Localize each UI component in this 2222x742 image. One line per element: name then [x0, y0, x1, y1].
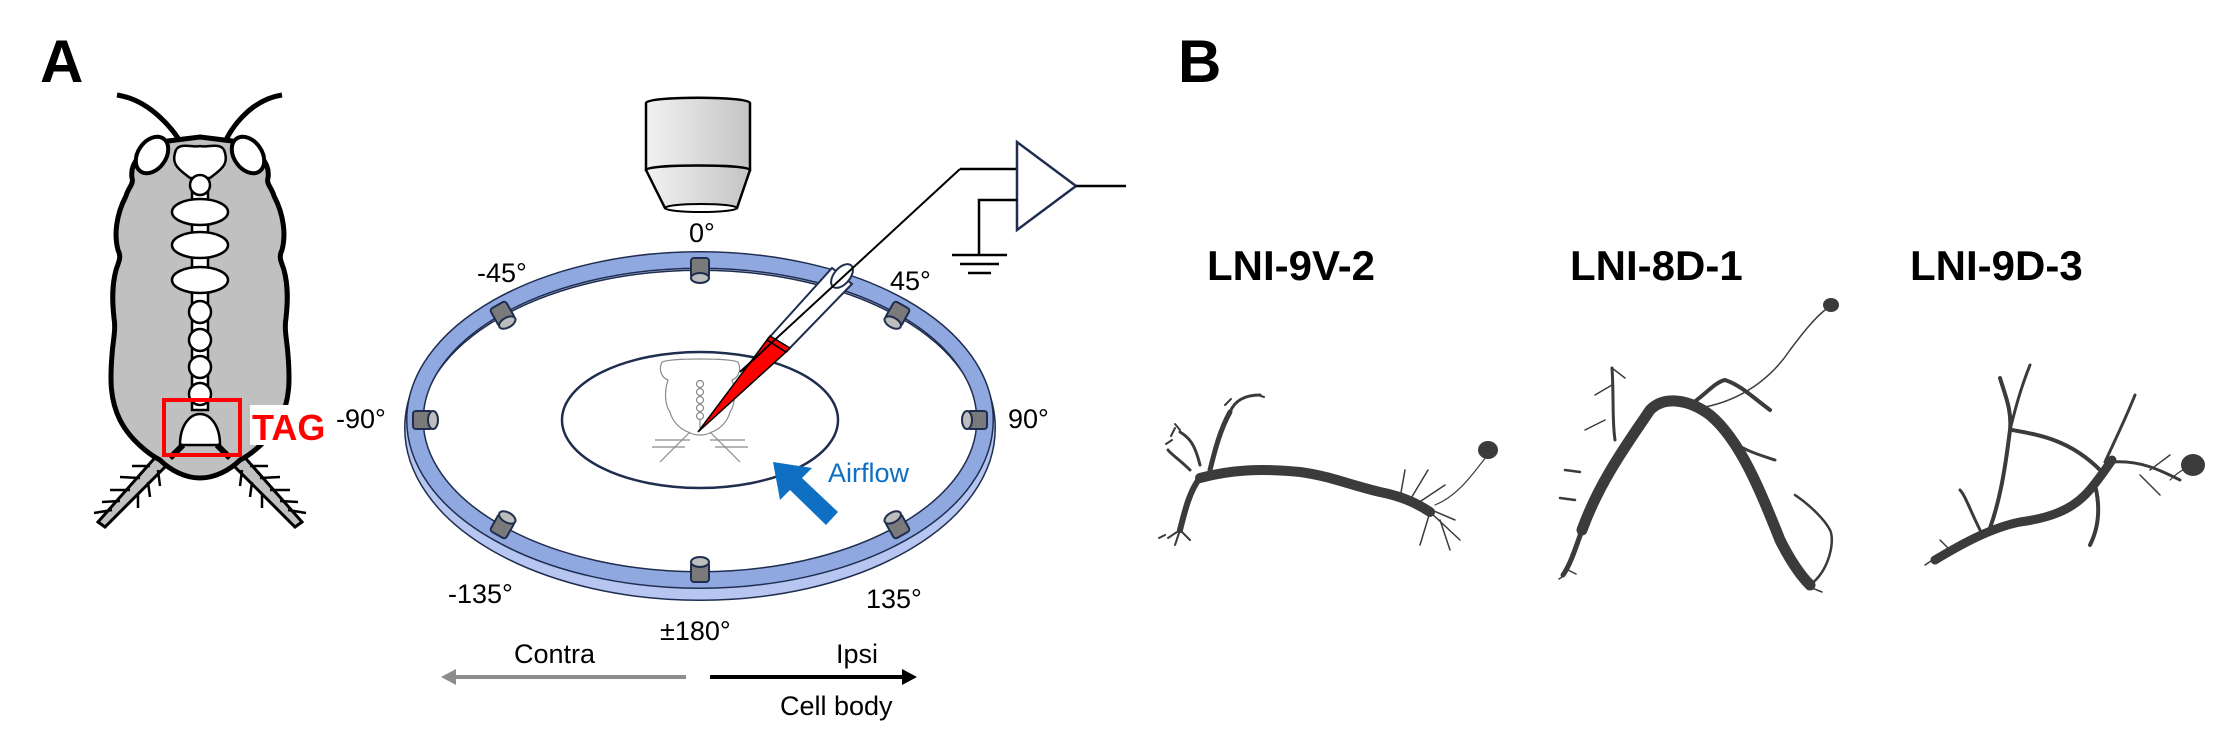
right-eye-icon — [229, 134, 267, 176]
amplifier-icon — [960, 139, 1126, 255]
stimulator-nozzle-90 — [961, 410, 988, 430]
stimulator-nozzle-0 — [690, 257, 710, 284]
right-cercus-icon — [227, 449, 307, 529]
left-cercus-icon — [93, 449, 173, 529]
angle-label-m90: -90° — [336, 404, 386, 434]
stimulator-nozzle-135 — [883, 510, 911, 540]
microscope-objective-icon — [644, 96, 752, 213]
angle-label-m45: -45° — [477, 258, 527, 288]
panel-b: B LNI-9V-2 LNI-8D-1 LNI-9D-3 — [1158, 28, 2205, 593]
ipsi-arrow-icon — [710, 669, 917, 685]
cricket-diagram: TAG — [93, 92, 330, 529]
angle-label-m135: -135° — [448, 579, 513, 609]
recording-electrode-icon — [697, 168, 961, 433]
angle-label-45: 45° — [890, 266, 931, 296]
angle-label-180: ±180° — [660, 616, 731, 646]
neuron-title-lni-9v-2: LNI-9V-2 — [1207, 242, 1375, 289]
ipsi-label: Ipsi — [836, 639, 878, 669]
soma-lni-9d-3 — [2181, 454, 2205, 476]
airflow-label: Airflow — [828, 458, 910, 488]
neuron-title-lni-9d-3: LNI-9D-3 — [1910, 242, 2083, 289]
neuron-morphology-lni-9d-3 — [1924, 363, 2205, 566]
angle-label-0: 0° — [689, 218, 715, 248]
contra-label: Contra — [514, 639, 596, 669]
stimulator-nozzle-45 — [883, 300, 911, 330]
stimulator-nozzle-m135 — [489, 510, 517, 540]
stimulator-nozzles — [412, 257, 988, 583]
stimulator-nozzle-m90 — [412, 410, 439, 430]
tag-label: TAG — [252, 407, 325, 448]
stimulator-nozzle-m45 — [489, 300, 517, 330]
cell-body-label: Cell body — [780, 691, 893, 721]
tag-highlight-box — [162, 398, 242, 457]
left-eye-icon — [133, 134, 171, 176]
neuron-morphology-lni-9v-2 — [1158, 393, 1498, 551]
panel-letter-b: B — [1178, 28, 1221, 95]
neuron-morphology-lni-8d-1 — [1558, 298, 1839, 593]
neuron-title-lni-8d-1: LNI-8D-1 — [1570, 242, 1743, 289]
panel-a: A — [40, 28, 1126, 721]
soma-lni-9v-2 — [1478, 441, 1498, 459]
soma-lni-8d-1 — [1823, 298, 1839, 312]
tag-label-bg — [250, 405, 330, 445]
stimulator-nozzle-180 — [690, 556, 710, 583]
ground-icon — [952, 253, 1007, 275]
mini-cricket-icon — [652, 358, 748, 463]
contra-arrow-icon — [441, 669, 686, 685]
airflow-arrow-icon — [773, 462, 838, 525]
angle-label-135: 135° — [866, 584, 922, 614]
panel-letter-a: A — [40, 28, 83, 95]
angle-label-90: 90° — [1008, 404, 1049, 434]
angle-labels: 0° 45° 90° 135° ±180° -135° -90° -45° — [336, 218, 1049, 646]
